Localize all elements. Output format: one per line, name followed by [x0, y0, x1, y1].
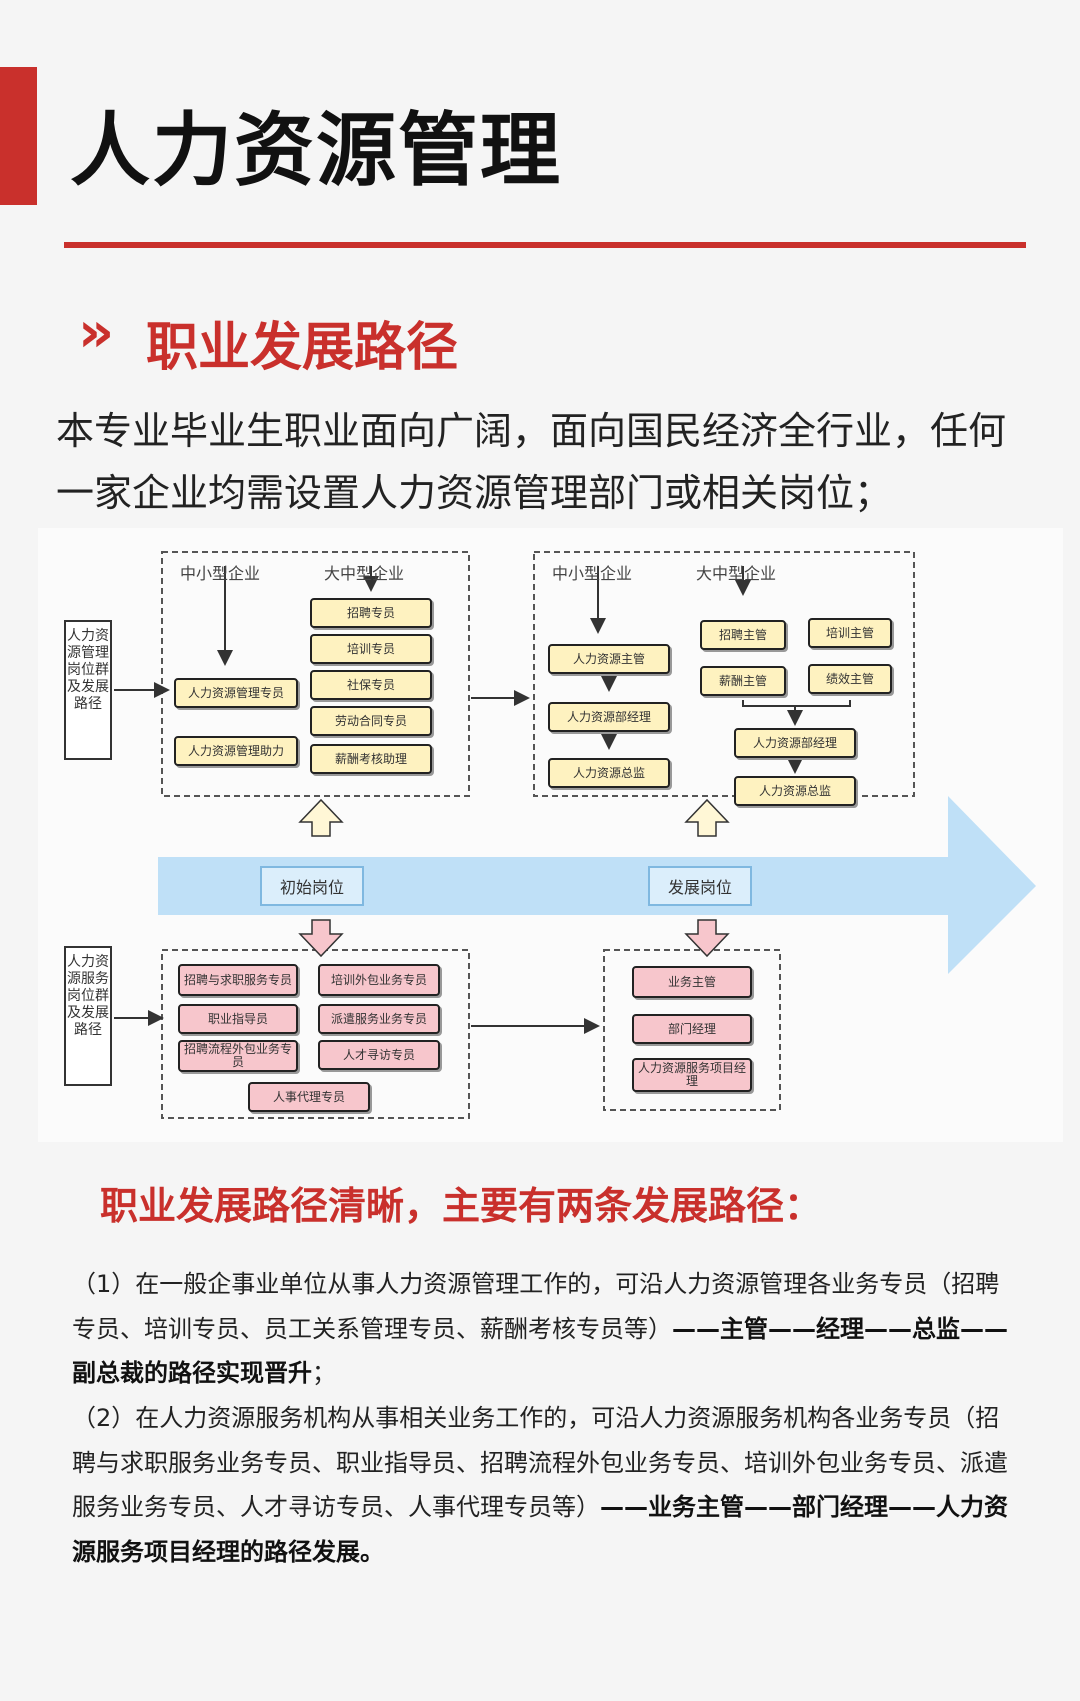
role-box: 培训主管	[808, 618, 892, 648]
path-2-text: （2）在人力资源服务机构从事相关业务工作的，可沿人力资源服务机构各业务专员（招聘…	[72, 1404, 1008, 1521]
role-box: 培训专员	[310, 634, 432, 664]
career-path-diagram: 人力资源管理岗位群及发展路径 人力资源服务岗位群及发展路径 中小型企业 大中型企…	[38, 528, 1063, 1142]
large-company-label: 大中型企业	[696, 564, 777, 583]
title-divider	[64, 242, 1026, 248]
role-box: 招聘与求职服务专员	[178, 964, 298, 996]
role-box: 人力资源主管	[548, 644, 670, 674]
path-paragraph-1: （1）在一般企事业单位从事人力资源管理工作的，可沿人力资源管理各业务专员（招聘专…	[72, 1262, 1022, 1396]
page-title: 人力资源管理	[70, 104, 562, 197]
role-box: 人力资源服务项目经理	[632, 1058, 752, 1092]
frame-top-right	[533, 551, 915, 797]
role-box: 薪酬考核助理	[310, 744, 432, 774]
path-2-progression: ——业务主管——部门经理——人力资源服务项目经理的路径发展。	[72, 1493, 1008, 1566]
up-arrow-icon	[298, 798, 344, 837]
role-box: 劳动合同专员	[310, 706, 432, 736]
role-box: 培训外包业务专员	[318, 964, 440, 996]
role-box: 绩效主管	[808, 664, 892, 694]
development-position-label: 发展岗位	[648, 866, 752, 906]
role-box: 人力资源管理助力	[174, 736, 298, 766]
frame-bottom-right	[603, 949, 781, 1111]
role-box: 招聘主管	[700, 620, 786, 650]
section-title: 职业发展路径	[146, 318, 459, 378]
role-box: 人力资源总监	[548, 758, 670, 788]
up-arrow-icon	[684, 798, 730, 837]
small-company-label: 中小型企业	[180, 564, 261, 583]
role-box: 招聘流程外包业务专员	[178, 1040, 298, 1072]
diagram-lines	[114, 551, 1036, 1119]
small-company-label: 中小型企业	[552, 564, 633, 583]
initial-position-label: 初始岗位	[260, 866, 364, 906]
role-box: 人力资源部经理	[734, 728, 856, 758]
role-box: 人才寻访专员	[318, 1040, 440, 1070]
role-box: 业务主管	[632, 966, 752, 998]
role-box: 薪酬主管	[700, 666, 786, 696]
role-box: 职业指导员	[178, 1004, 298, 1034]
path-1-progression: ——主管——经理——总监——副总裁的路径实现晋升	[72, 1314, 1008, 1388]
role-box: 人事代理专员	[248, 1082, 370, 1112]
double-chevron-icon: »	[78, 300, 115, 365]
large-company-label: 大中型企业	[324, 564, 405, 583]
role-box: 人力资源部经理	[548, 702, 670, 732]
sub-heading: 职业发展路径清晰，主要有两条发展路径：	[100, 1184, 823, 1228]
down-arrow-icon	[298, 919, 344, 958]
role-box: 人力资源总监	[734, 776, 856, 806]
path-1-text: （1）在一般企事业单位从事人力资源管理工作的，可沿人力资源管理各业务专员（招聘专…	[72, 1270, 1000, 1343]
role-box: 招聘专员	[310, 598, 432, 628]
role-box: 派遣服务业务专员	[318, 1004, 440, 1034]
intro-text: 本专业毕业生职业面向广阔，面向国民经济全行业，任何一家企业均需设置人力资源管理部…	[56, 409, 1007, 515]
role-box: 人力资源管理专员	[174, 678, 298, 708]
role-box: 社保专员	[310, 670, 432, 700]
side-label-hr-service: 人力资源服务岗位群及发展路径	[64, 946, 112, 1086]
career-band-arrow	[158, 796, 1036, 974]
role-box: 部门经理	[632, 1014, 752, 1044]
path-paragraph-2: （2）在人力资源服务机构从事相关业务工作的，可沿人力资源服务机构各业务专员（招聘…	[72, 1396, 1022, 1574]
path-1-end: ；	[312, 1359, 336, 1387]
title-accent-bar	[0, 67, 37, 205]
frame-top-left	[161, 551, 470, 797]
side-label-hr-management: 人力资源管理岗位群及发展路径	[64, 620, 112, 760]
down-arrow-icon	[684, 919, 730, 958]
